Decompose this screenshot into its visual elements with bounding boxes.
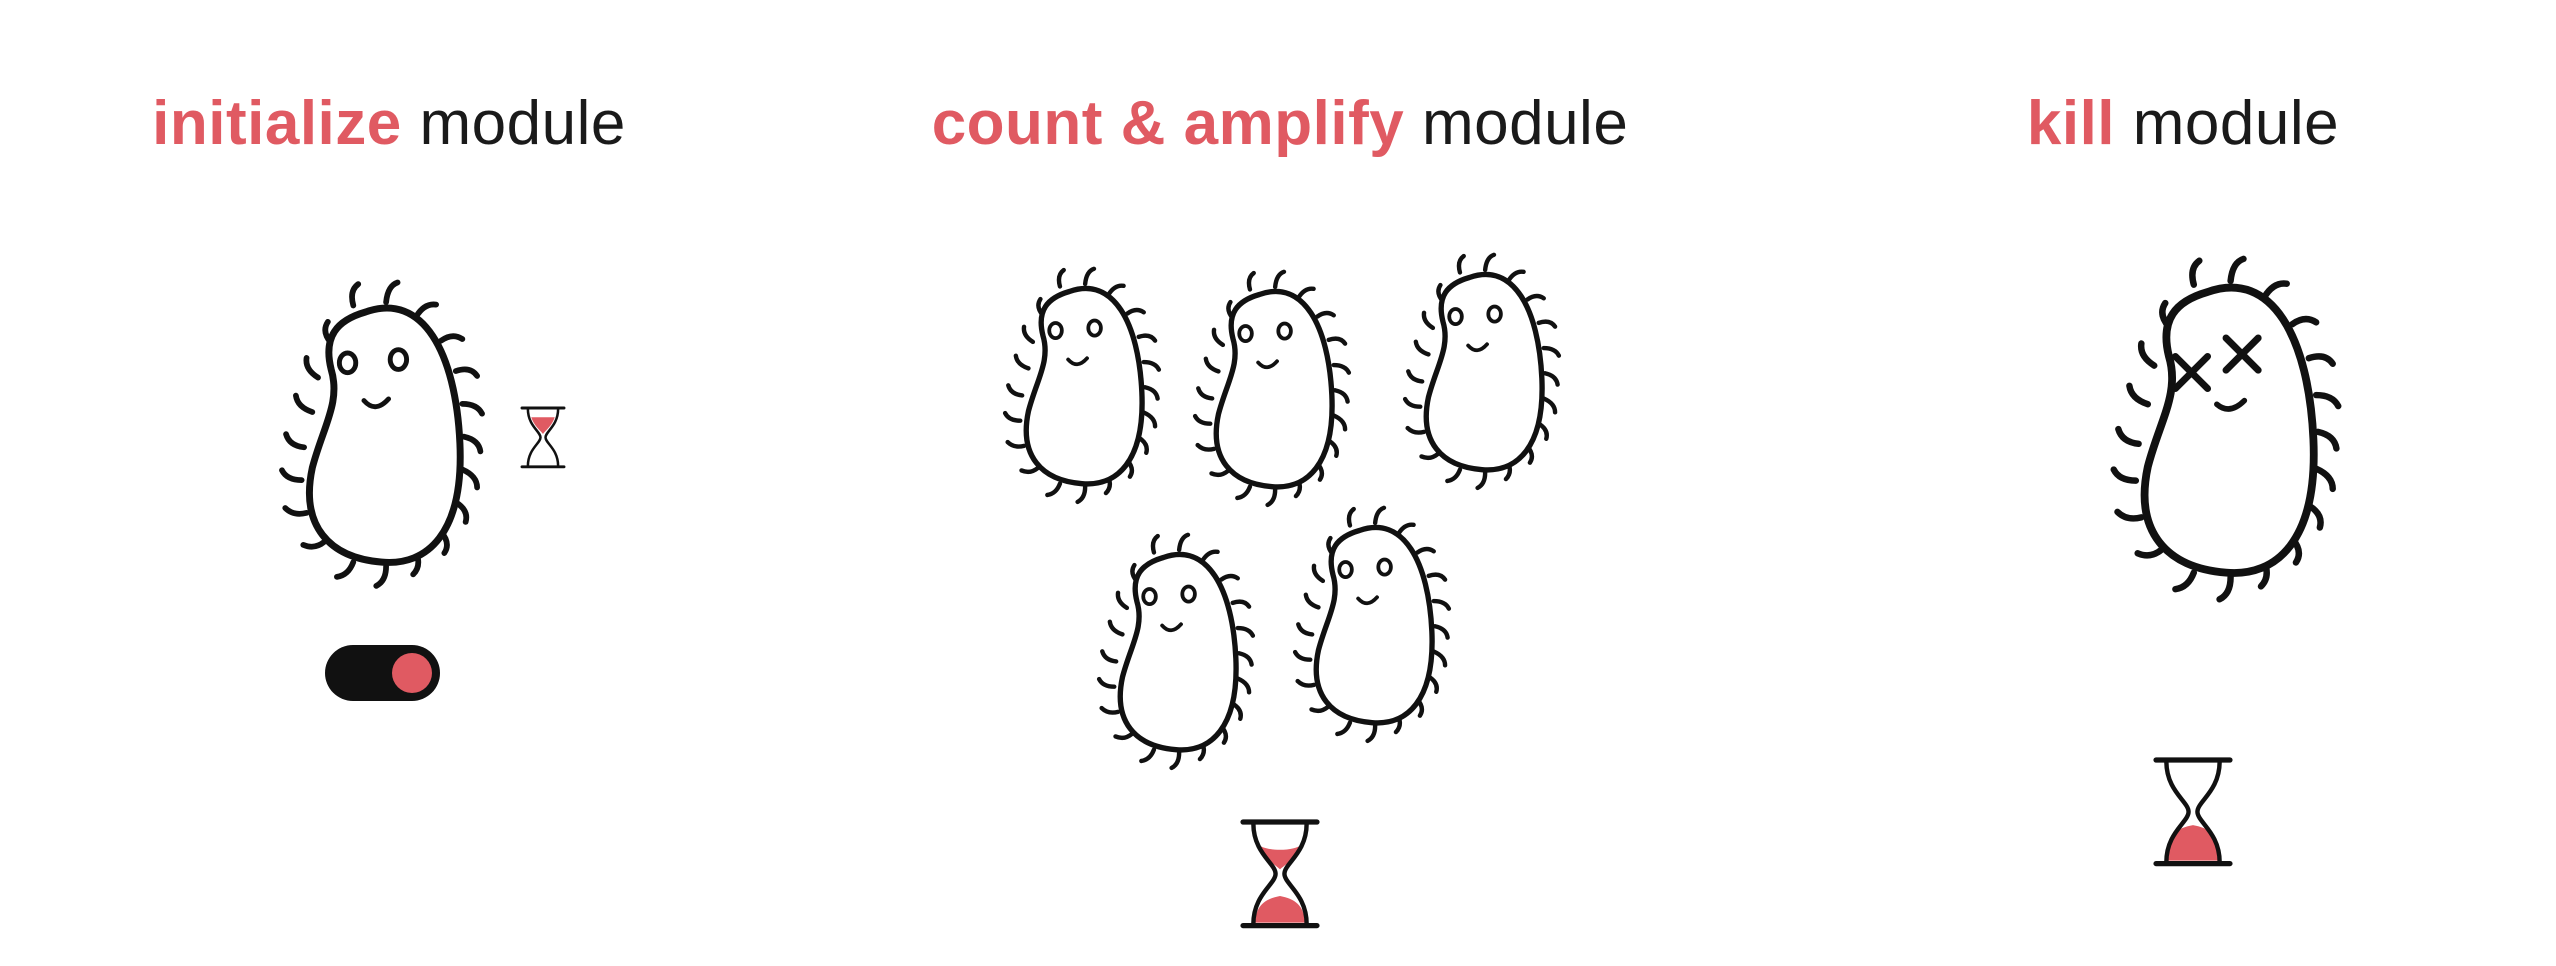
count-amplify-module-title: count & amplify module <box>932 88 1629 159</box>
title-rest: module <box>1421 89 1629 158</box>
bacterium-happy-icon <box>1195 272 1349 505</box>
title-highlight: kill <box>2026 89 2116 158</box>
bacterium-happy-icon <box>1099 535 1253 768</box>
hourglass-icon <box>1243 822 1317 926</box>
hourglass-small-icon <box>520 406 566 469</box>
title-rest: module <box>2132 89 2340 158</box>
toggle-switch-on <box>325 645 440 701</box>
bacterium-happy-icon <box>282 282 482 585</box>
bacterium-happy-icon <box>1405 255 1559 488</box>
title-rest: module <box>419 89 626 158</box>
bacterium-happy-icon <box>1005 269 1159 502</box>
kill-module-title: kill module <box>2027 88 2339 159</box>
bacterium-happy-icon <box>1295 508 1449 741</box>
initialize-module-title: initialize module <box>152 88 626 159</box>
hourglass-icon <box>2156 760 2230 864</box>
title-highlight: count & amplify <box>931 89 1405 158</box>
bacterium-dead-icon <box>2114 259 2338 599</box>
title-highlight: initialize <box>152 89 402 158</box>
